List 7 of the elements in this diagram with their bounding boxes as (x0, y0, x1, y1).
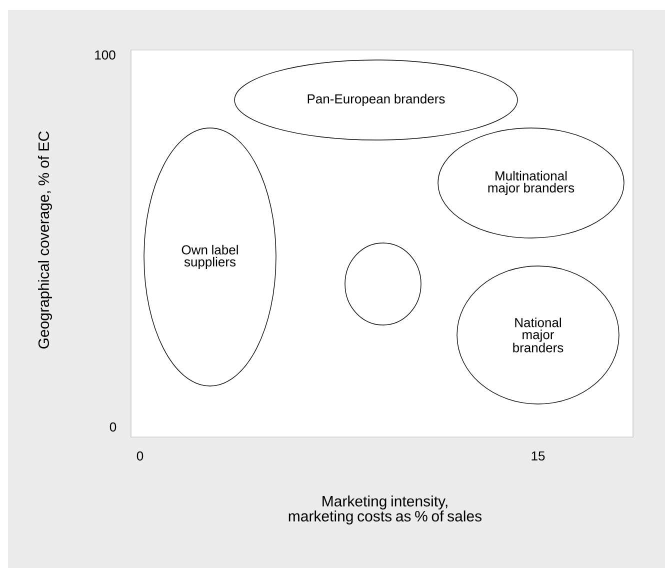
empty-circle (344, 242, 422, 326)
axis-title: Geographical coverage, % of EC (38, 131, 52, 348)
tick-label: 0 (136, 451, 144, 461)
tick-label: 15 (532, 451, 545, 461)
axis-title: Marketing intensity, marketing costs as % of sales (288, 496, 482, 524)
tick-label: 0 (110, 422, 116, 432)
tick-label: 100 (95, 50, 116, 60)
